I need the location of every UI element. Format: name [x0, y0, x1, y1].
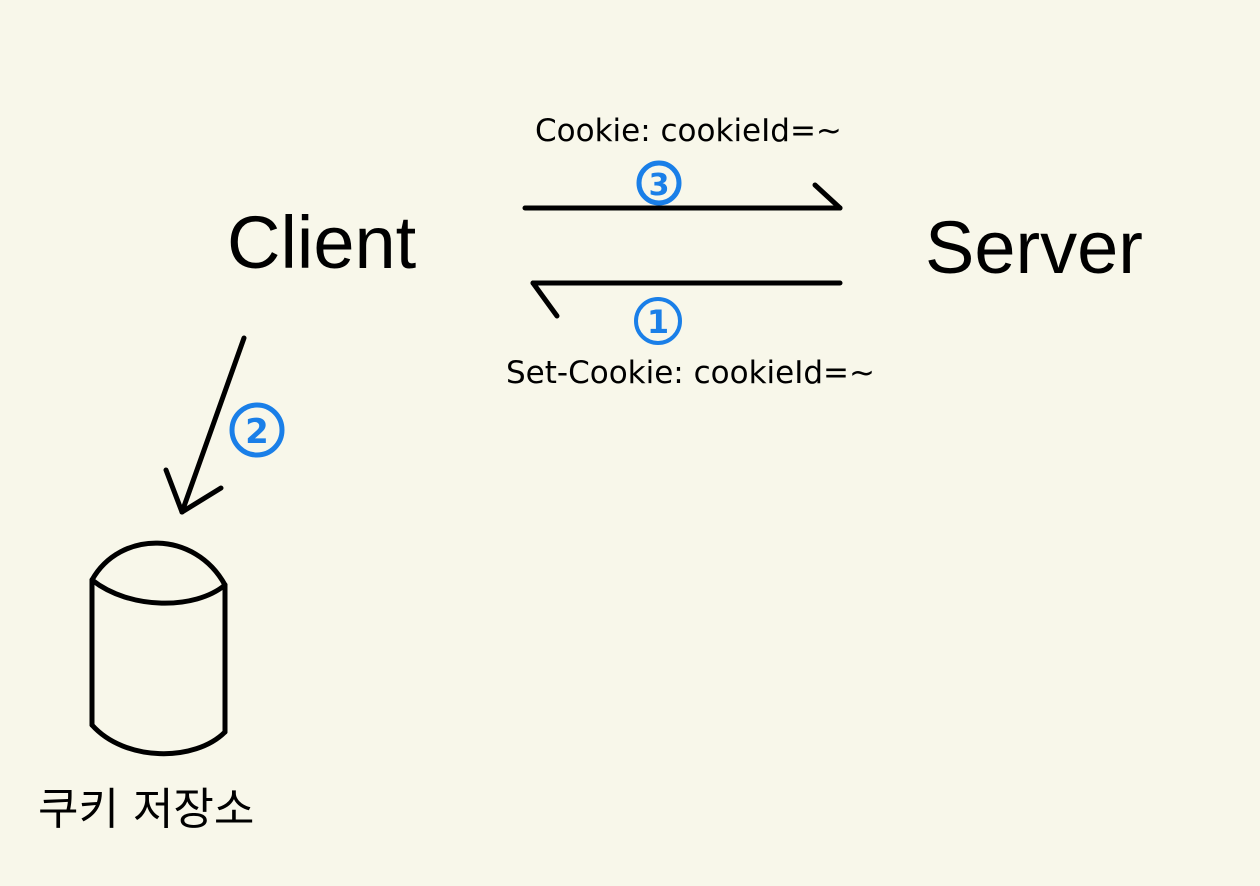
step-one-marker: 1 — [634, 297, 682, 345]
response-arrow — [530, 280, 843, 319]
step-two-circle — [229, 402, 285, 458]
step-one-number: 1 — [647, 303, 669, 341]
store-arrow — [163, 335, 247, 515]
response-header-label: Set-Cookie: cookieId=~ — [506, 355, 875, 391]
store-arrow-line — [179, 335, 247, 515]
store-arrowhead-right — [179, 485, 224, 515]
step-two-number: 2 — [245, 412, 269, 452]
request-arrowhead — [812, 182, 843, 211]
store-arrowhead-left — [163, 467, 185, 515]
client-label: Client — [227, 201, 417, 284]
request-header-label: Cookie: cookieId=~ — [535, 113, 842, 149]
step-three-number: 3 — [649, 168, 670, 203]
cylinder-top-front — [89, 577, 228, 606]
request-arrow — [522, 182, 843, 211]
cookie-storage-cylinder-icon — [89, 540, 228, 757]
cookie-storage-label: 쿠키 저장소 — [38, 784, 255, 835]
step-three-marker: 3 — [636, 160, 682, 206]
step-three-circle — [636, 160, 682, 206]
response-arrowhead — [530, 280, 560, 319]
cylinder-top-back — [89, 540, 228, 588]
cylinder-bottom — [89, 722, 228, 757]
step-two-marker: 2 — [229, 402, 285, 458]
step-one-circle — [634, 297, 682, 345]
server-label: Server — [925, 206, 1143, 289]
